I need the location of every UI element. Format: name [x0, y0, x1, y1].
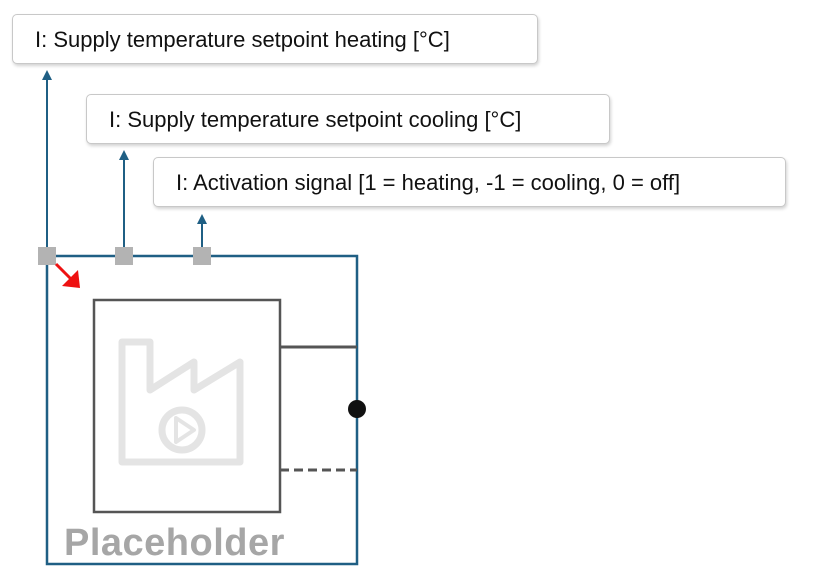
input-label-activation-signal[interactable]: I: Activation signal [1 = heating, -1 = … [153, 157, 786, 207]
inner-block[interactable] [92, 298, 282, 514]
block-name: Placeholder [64, 522, 285, 564]
input-label-cooling-setpoint-text: I: Supply temperature setpoint cooling [… [109, 107, 522, 132]
factory-pump-icon [118, 338, 244, 466]
output-node[interactable] [348, 400, 366, 418]
input-label-cooling-setpoint[interactable]: I: Supply temperature setpoint cooling [… [86, 94, 610, 144]
input-label-activation-signal-text: I: Activation signal [1 = heating, -1 = … [176, 170, 681, 195]
input-label-heating-setpoint[interactable]: I: Supply temperature setpoint heating [… [12, 14, 538, 64]
orientation-arrow-icon [54, 262, 80, 288]
connector-cooling-arrowhead [119, 150, 129, 160]
connector-heating-arrowhead [42, 70, 52, 80]
input-port-heating[interactable] [38, 247, 56, 265]
connector-activation-arrowhead [197, 214, 207, 224]
input-port-cooling[interactable] [115, 247, 133, 265]
input-port-activation[interactable] [193, 247, 211, 265]
input-label-heating-setpoint-text: I: Supply temperature setpoint heating [… [35, 27, 450, 52]
